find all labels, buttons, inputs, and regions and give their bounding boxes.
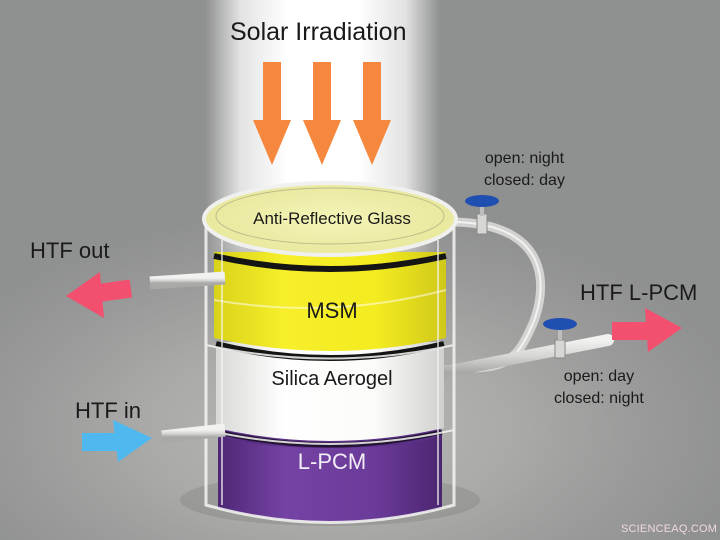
valve-handle-icon[interactable] [465, 195, 499, 207]
valve-note-line: closed: day [484, 172, 565, 189]
htf-in-arrow-icon [82, 420, 152, 462]
layer-silica-aerogel [215, 341, 445, 441]
lower-valve-note: open: day closed: night [554, 366, 644, 410]
upper-valve-note: open: night closed: day [484, 148, 565, 192]
silica-aerogel-label: Silica Aerogel [271, 368, 393, 390]
msm-label: MSM [306, 298, 358, 323]
htf-out-label: HTF out [30, 238, 110, 263]
diagram-title: Solar Irradiation [230, 18, 407, 46]
layer-msm [213, 252, 447, 351]
valve-note-line: closed: night [554, 390, 644, 407]
arrow-down-icon [353, 62, 391, 165]
arrow-down-icon [303, 62, 341, 165]
lpcm-label: L-PCM [297, 449, 367, 474]
upper-valve[interactable] [465, 195, 499, 235]
anti-reflective-glass-lid [202, 181, 458, 257]
valve-note-line: open: day [563, 368, 635, 385]
htf-in-pipe [161, 423, 226, 444]
lower-valve[interactable] [543, 318, 577, 359]
valve-handle-icon[interactable] [543, 318, 577, 330]
valve-note-line: open: night [484, 150, 565, 167]
watermark: SCIENCEAQ.COM [621, 523, 718, 535]
anti-reflective-glass-label: Anti-Reflective Glass [253, 209, 411, 228]
htf-out-pipe [149, 271, 226, 290]
lpcm-outlet-pipe [439, 334, 614, 378]
sun-arrows [253, 62, 391, 165]
htf-lpcm-arrow-icon [612, 308, 682, 352]
arrow-down-icon [253, 62, 291, 165]
htf-in-label: HTF in [75, 398, 141, 423]
htf-lpcm-label: HTF L-PCM [580, 280, 698, 305]
htf-out-arrow-icon [66, 272, 133, 318]
bypass-loop-pipe [444, 217, 546, 375]
